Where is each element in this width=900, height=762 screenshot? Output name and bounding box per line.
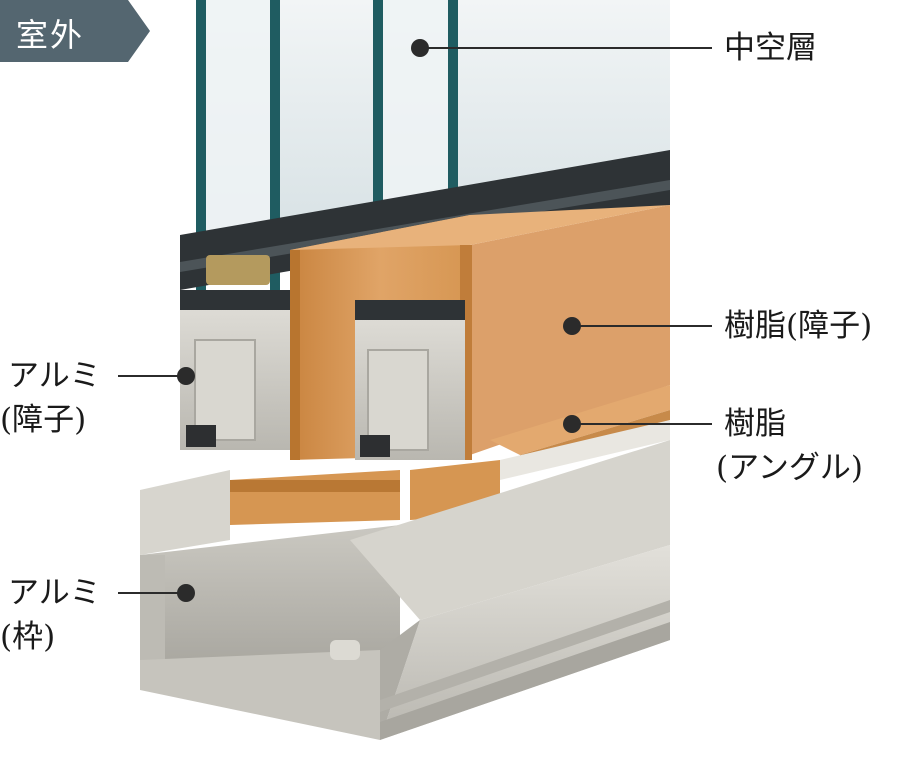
marker-resin-sash [563, 317, 581, 335]
label-alu-sash-line1: アルミ [8, 358, 101, 394]
glass-edge-inner-1 [373, 0, 383, 295]
aluminum-sash-profiles [180, 290, 465, 460]
glass-edge-inner-2 [448, 0, 458, 295]
label-alu-frame-line1: アルミ [8, 575, 101, 611]
marker-resin-angle [563, 415, 581, 433]
badge-shape [0, 0, 150, 62]
label-hollow-layer: 中空層 [724, 30, 817, 66]
glass-edge-outer-2 [270, 0, 280, 290]
marker-dots [177, 39, 581, 602]
marker-hollow-layer [411, 39, 429, 57]
marker-alu-sash [177, 367, 195, 385]
label-alu-sash-line2: (障子) [0, 402, 87, 438]
exterior-badge-text: 室外 [16, 16, 85, 54]
marker-alu-frame [177, 584, 195, 602]
label-resin-sash: 樹脂(障子) [724, 308, 873, 344]
label-resin-angle-line1: 樹脂 [724, 406, 786, 442]
label-resin-angle-line2: (アングル) [716, 450, 863, 486]
leader-lines [118, 47, 712, 594]
aluminum-frame [140, 420, 670, 740]
exterior-badge: 室外 [0, 0, 150, 62]
label-alu-frame-line2: (枠) [0, 619, 56, 655]
glass-edge-outer-1 [196, 0, 206, 290]
frame-resin-rails [230, 460, 500, 525]
